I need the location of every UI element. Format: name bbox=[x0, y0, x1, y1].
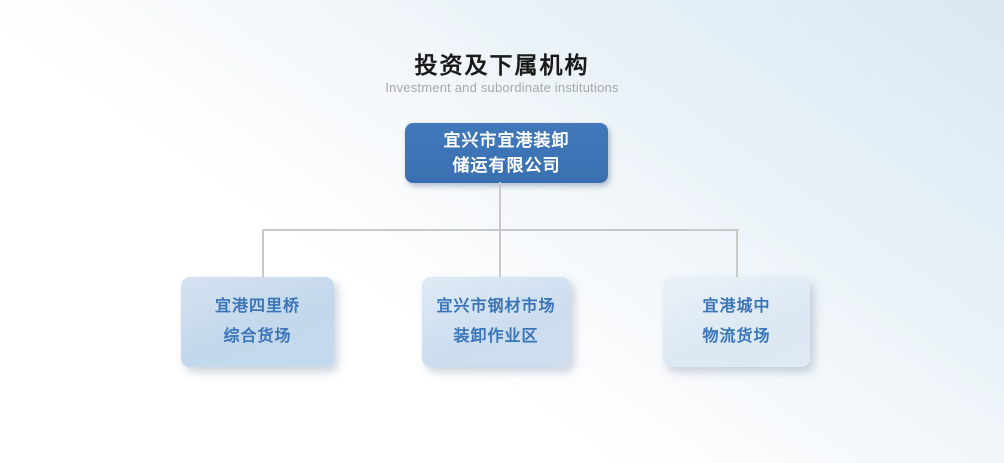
page-title: 投资及下属机构 bbox=[414, 52, 590, 78]
org-node-child-2-line1: 宜兴市钢材市场 bbox=[436, 298, 556, 315]
org-node-child-1: 宜港四里桥 综合货场 bbox=[181, 277, 334, 367]
page-subtitle: Investment and subordinate institutions bbox=[385, 80, 619, 95]
org-node-child-3-line2: 物流货场 bbox=[702, 328, 771, 345]
org-node-child-3: 宜港城中 物流货场 bbox=[663, 277, 810, 367]
org-node-child-2: 宜兴市钢材市场 装卸作业区 bbox=[422, 277, 570, 367]
org-node-child-1-line2: 综合货场 bbox=[223, 328, 292, 345]
connector-root-stem bbox=[499, 182, 501, 230]
org-node-child-2-line2: 装卸作业区 bbox=[453, 328, 539, 345]
connector-drop-right bbox=[736, 229, 738, 277]
org-node-root: 宜兴市宜港装卸 储运有限公司 bbox=[405, 123, 608, 183]
org-node-root-line1: 宜兴市宜港装卸 bbox=[443, 131, 570, 150]
connector-drop-left bbox=[262, 229, 264, 277]
org-node-child-3-line1: 宜港城中 bbox=[702, 298, 771, 315]
org-node-root-line2: 储运有限公司 bbox=[452, 156, 561, 175]
connector-drop-center bbox=[499, 229, 501, 277]
org-node-child-1-line1: 宜港四里桥 bbox=[214, 298, 300, 315]
